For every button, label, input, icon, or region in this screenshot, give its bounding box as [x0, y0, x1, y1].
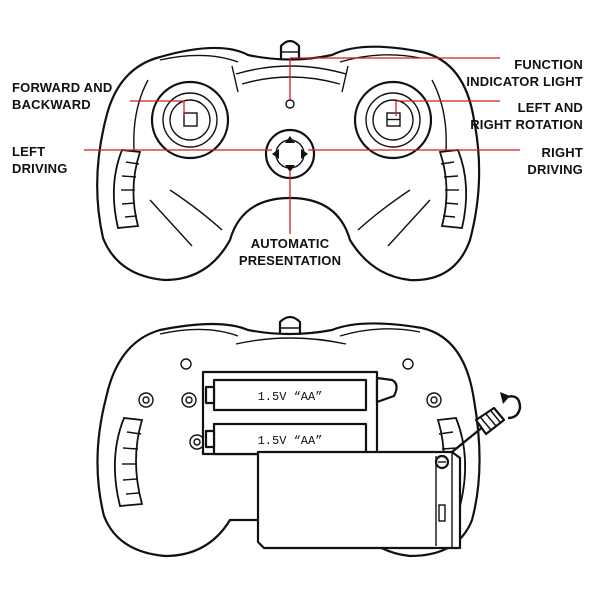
- left-grip-bottom: [113, 417, 144, 507]
- battery-cell-1-label: 1.5V “AA”: [258, 390, 323, 404]
- antenna: [279, 39, 301, 64]
- right-joystick: [353, 80, 433, 160]
- label-function-indicator-line2: INDICATOR LIGHT: [466, 74, 583, 89]
- battery-cover: [256, 450, 462, 550]
- left-grip: [112, 149, 142, 229]
- rotate-arrow-icon: [500, 392, 522, 420]
- center-dpad: [264, 128, 316, 180]
- label-right-driving: RIGHT DRIVING: [527, 145, 583, 177]
- screwdriver-icon: [451, 406, 506, 453]
- antenna-bottom: [278, 315, 302, 338]
- label-left-right-rotation-line1: LEFT AND: [518, 100, 583, 115]
- battery-compartment: 1.5V “AA” 1.5V “AA”: [201, 370, 398, 456]
- label-forward-backward: FORWARD AND BACKWARD: [12, 80, 112, 112]
- bottom-controller: 1.5V “AA” 1.5V “AA”: [96, 315, 522, 558]
- label-left-driving-line2: DRIVING: [12, 161, 68, 176]
- label-right-driving-line1: RIGHT: [542, 145, 583, 160]
- label-left-driving: LEFT DRIVING: [12, 144, 68, 176]
- label-automatic-presentation-line1: AUTOMATIC: [251, 236, 330, 251]
- label-function-indicator-line1: FUNCTION: [514, 57, 583, 72]
- label-right-driving-line2: DRIVING: [527, 162, 583, 177]
- left-joystick: [150, 80, 230, 160]
- label-forward-backward-line1: FORWARD AND: [12, 80, 112, 95]
- label-function-indicator: FUNCTION INDICATOR LIGHT: [466, 57, 583, 89]
- top-controller: [96, 39, 481, 282]
- right-grip: [438, 149, 468, 229]
- label-left-driving-line1: LEFT: [12, 144, 45, 159]
- battery-cell-2-label: 1.5V “AA”: [258, 434, 323, 448]
- label-automatic-presentation-line2: PRESENTATION: [239, 253, 341, 268]
- battery-cell-1: [212, 378, 368, 412]
- label-left-right-rotation-line2: RIGHT ROTATION: [470, 117, 583, 132]
- leader-lines: [84, 57, 520, 234]
- label-forward-backward-line2: BACKWARD: [12, 97, 91, 112]
- label-left-right-rotation: LEFT AND RIGHT ROTATION: [470, 100, 583, 132]
- label-automatic-presentation: AUTOMATIC PRESENTATION: [239, 236, 341, 268]
